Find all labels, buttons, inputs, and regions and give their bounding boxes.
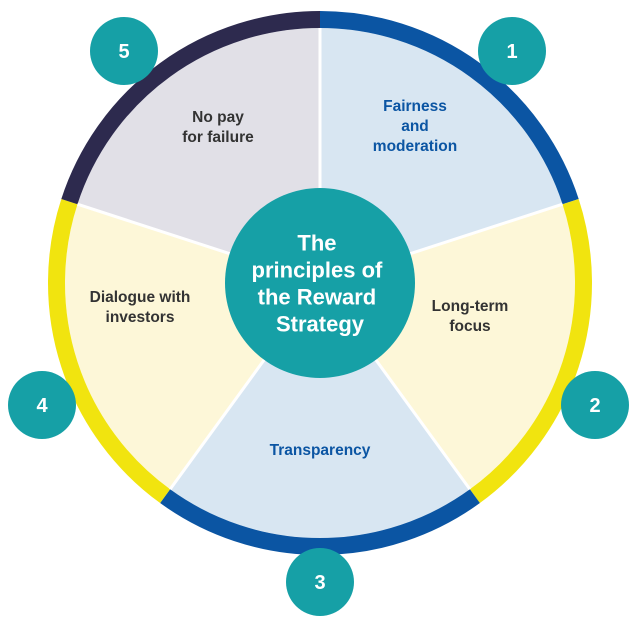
center-title-line: Strategy (276, 312, 365, 337)
segment-label-line: moderation (373, 138, 457, 155)
ring-arc-1 (319, 11, 579, 205)
badge-number: 3 (314, 572, 325, 594)
badge-number: 2 (589, 395, 600, 417)
outer-ring (48, 11, 592, 555)
badge-number: 1 (506, 41, 517, 63)
ring-arc-2 (469, 198, 592, 504)
badge-circle (286, 548, 354, 616)
center-title-line: the Reward (258, 285, 377, 310)
center-title-line: principles of (252, 258, 383, 283)
segment-label-line: investors (106, 309, 175, 326)
ring-arc-4 (48, 198, 171, 504)
center-circle (225, 188, 415, 378)
badge-2: 2 (561, 371, 629, 439)
segment-label-line: and (401, 118, 429, 135)
segment-label-line: Long-term (432, 298, 509, 315)
segment-label-line: Transparency (270, 442, 371, 459)
segment-fill-3 (170, 283, 470, 539)
badge-1: 1 (478, 17, 546, 85)
badge-5: 5 (90, 17, 158, 85)
badge-number: 5 (118, 41, 129, 63)
center-title-line: The (297, 231, 336, 256)
badge-4: 4 (8, 371, 76, 439)
badge-circle (8, 371, 76, 439)
segment-label-line: No pay (192, 109, 244, 126)
badge-number: 4 (36, 395, 48, 417)
segment-label-line: Dialogue with (90, 289, 191, 306)
ring-arc-3 (160, 489, 480, 555)
badge-circle (90, 17, 158, 85)
badge-3: 3 (286, 548, 354, 616)
segment-label-1: Fairness and moderation (373, 98, 457, 155)
center-hub: The principles of the Reward Strategy (225, 188, 415, 378)
segment-label-line: for failure (182, 129, 254, 146)
segment-label-3: Transparency (270, 442, 371, 459)
segment-label-line: Fairness (383, 98, 447, 115)
segment-label-5: No pay for failure (182, 109, 254, 146)
segment-label-2: Long-term focus (432, 298, 509, 335)
center-title: The principles of the Reward Strategy (252, 231, 389, 337)
number-badges: 1 2 3 4 5 (8, 17, 629, 616)
badge-circle (478, 17, 546, 85)
ring-arc-5 (61, 11, 321, 205)
segment-label-line: focus (449, 318, 490, 335)
badge-circle (561, 371, 629, 439)
segment-label-4: Dialogue with investors (90, 289, 191, 326)
